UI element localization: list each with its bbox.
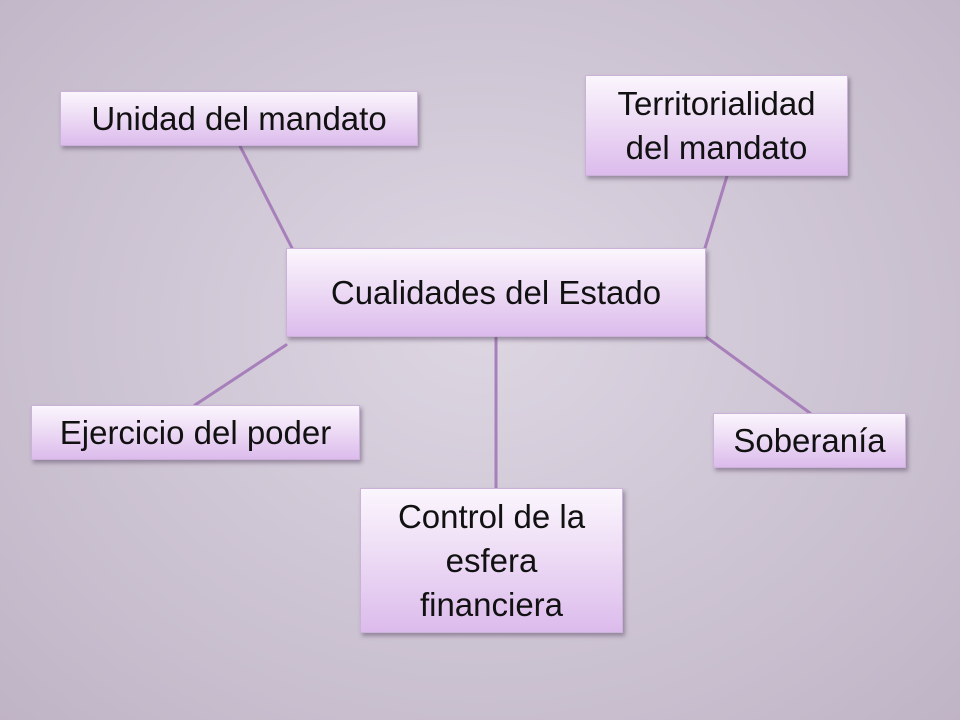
edge-center-territorio [703, 174, 729, 250]
node-label: Soberanía [733, 421, 886, 459]
node-ejercicio-del-poder: Ejercicio del poder [31, 405, 360, 460]
node-unidad-del-mandato: Unidad del mandato [60, 91, 418, 146]
edge-center-unidad [238, 144, 294, 250]
node-central-cualidades-del-estado: Cualidades del Estado [286, 248, 706, 337]
node-territorialidad-del-mandato: Territorialidad del mandato [585, 75, 848, 176]
node-label: Cualidades del Estado [330, 273, 662, 311]
node-label: Unidad del mandato [91, 99, 387, 137]
node-label: Territorialidad del mandato [617, 84, 816, 166]
node-control-de-la-esfera-financiera: Control de la esfera financiera [360, 488, 623, 633]
edge-center-ejercicio [193, 343, 288, 407]
node-soberania: Soberanía [713, 413, 906, 468]
node-label: Control de la esfera financiera [397, 497, 586, 623]
node-label: Ejercicio del poder [59, 413, 332, 451]
edge-center-soberania [704, 335, 812, 415]
